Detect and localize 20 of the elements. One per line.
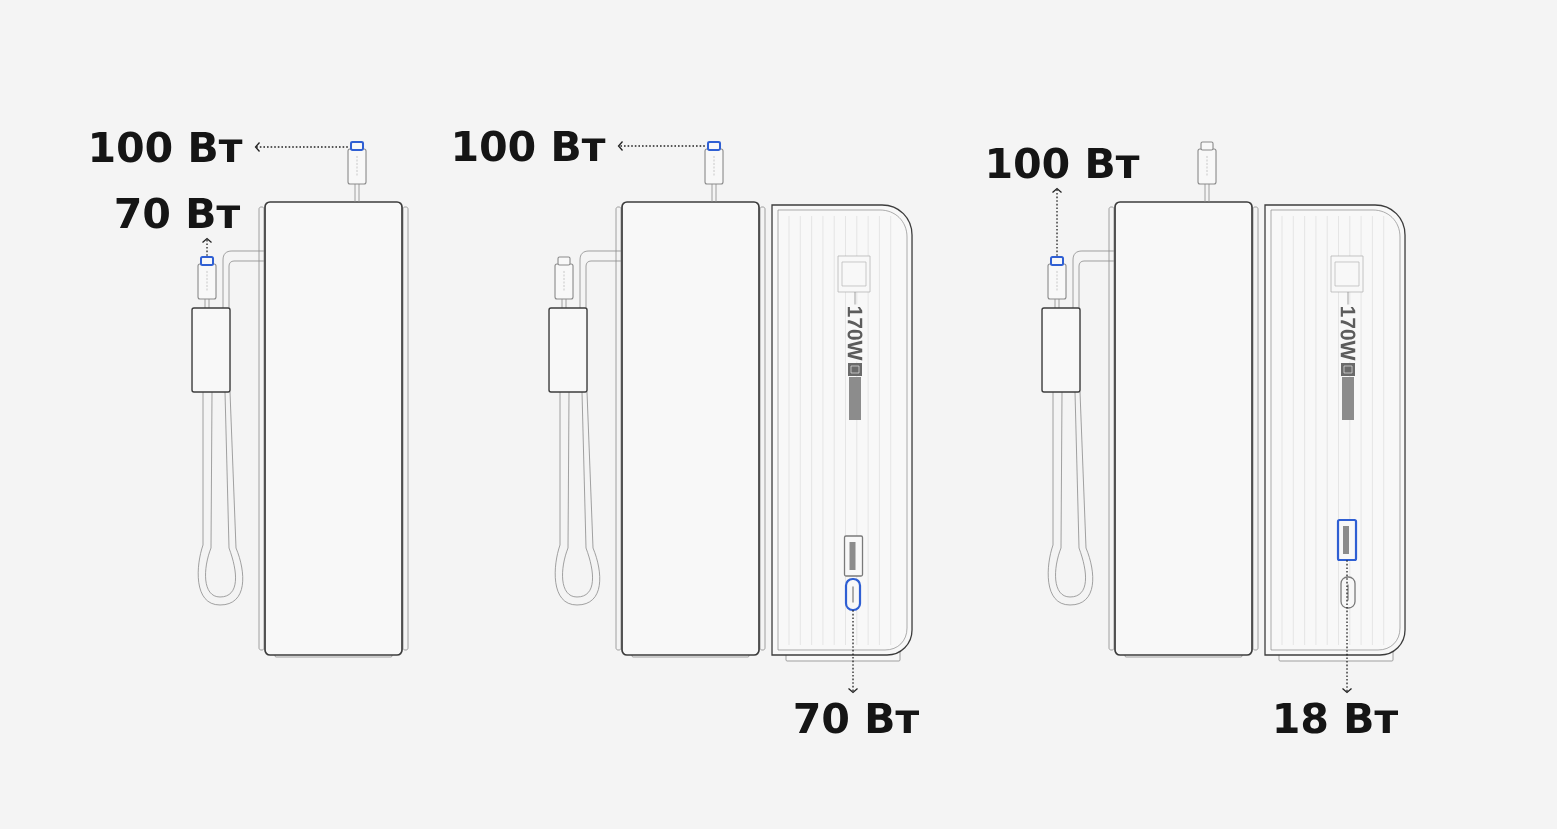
usb-plug xyxy=(704,141,724,185)
usb-plug xyxy=(197,256,217,300)
usb-port xyxy=(843,535,864,577)
leader-line xyxy=(201,237,213,257)
usb-plug xyxy=(554,256,574,300)
wattage-label: 100 Вт xyxy=(455,130,606,162)
wattage-label: 70 Вт xyxy=(795,702,919,734)
wattage-label: 18 Вт xyxy=(1276,702,1398,734)
usb-port xyxy=(1336,518,1358,562)
usb-plug xyxy=(347,141,367,185)
wattage-label: 100 Вт xyxy=(92,131,243,163)
usb-plug xyxy=(1197,141,1217,185)
leader-line xyxy=(1051,187,1063,257)
wattage-label: 100 Вт xyxy=(989,147,1140,179)
leader-line xyxy=(254,141,349,153)
leader-line xyxy=(1341,559,1353,694)
wattage-label: 70 Вт xyxy=(116,197,240,229)
leader-line xyxy=(617,140,706,152)
usb-port xyxy=(844,577,862,612)
leader-line xyxy=(847,609,859,694)
